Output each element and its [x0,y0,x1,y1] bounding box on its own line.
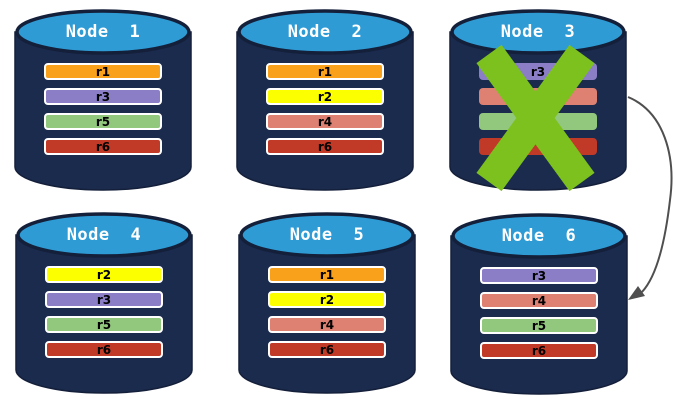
record-bar [479,113,597,130]
record-bar: r5 [44,113,162,130]
record-label: r2 [317,89,333,104]
record-bar: r6 [44,138,162,155]
record-bar: r1 [268,266,386,283]
record-label: r6 [531,343,547,358]
record-label: r3 [531,268,547,283]
record-label: r6 [319,342,335,357]
node-4-cylinder: Node 4 r2 r3 r5 r6 [14,209,194,397]
record-list: r3 r4 r5 r6 [480,267,598,359]
record-bar: r4 [266,113,384,130]
node-title: Node 4 [66,225,142,245]
record-bar: r3 [480,267,598,284]
record-label: r5 [531,318,547,333]
record-label: r4 [317,114,333,129]
record-list: r1 r2 r4 r6 [268,266,386,358]
record-bar: r6 [266,138,384,155]
record-label: r2 [96,267,112,282]
record-label: r1 [319,267,335,282]
record-bar: r6 [268,341,386,358]
record-bar: r6 [45,341,163,358]
record-label: r6 [95,139,111,154]
record-bar: r1 [266,63,384,80]
record-label: r3 [95,89,111,104]
record-bar [479,138,597,155]
record-label: r4 [531,293,547,308]
record-bar: r5 [480,317,598,334]
record-bar: r5 [45,316,163,333]
node-5-cylinder: Node 5 r1 r2 r4 r6 [237,209,417,397]
record-label: r6 [96,342,112,357]
record-bar: r2 [45,266,163,283]
node-2-cylinder: Node 2 r1 r2 r4 r6 [235,6,415,194]
node-title: Node 2 [287,22,363,42]
record-bar: r1 [44,63,162,80]
record-list: r1 r2 r4 r6 [266,63,384,155]
record-label: r5 [96,317,112,332]
record-label: r1 [317,64,333,79]
record-bar: r4 [480,292,598,309]
record-bar [479,88,597,105]
record-list: r2 r3 r5 r6 [45,266,163,358]
record-list: r1 r3 r5 r6 [44,63,162,155]
node-title: Node 5 [289,225,365,245]
record-bar: r2 [266,88,384,105]
record-label: r4 [319,317,335,332]
record-bar: r3 [44,88,162,105]
node-3-cylinder: Node 3 r3 [448,6,628,194]
record-label: r3 [530,64,546,79]
node-6-cylinder: Node 6 r3 r4 r5 r6 [449,210,629,398]
record-bar: r4 [268,316,386,333]
replication-arrow [627,96,673,300]
record-bar: r2 [268,291,386,308]
record-label: r2 [319,292,335,307]
record-label: r1 [95,64,111,79]
record-bar: r3 [479,63,597,80]
node-title: Node 1 [65,22,141,42]
record-bar: r3 [45,291,163,308]
record-list: r3 [479,63,597,155]
node-title: Node 6 [501,226,577,246]
node-title: Node 3 [500,22,576,42]
record-label: r3 [96,292,112,307]
record-label: r6 [317,139,333,154]
record-bar: r6 [480,342,598,359]
record-label: r5 [95,114,111,129]
node-1-cylinder: Node 1 r1 r3 r5 r6 [13,6,193,194]
